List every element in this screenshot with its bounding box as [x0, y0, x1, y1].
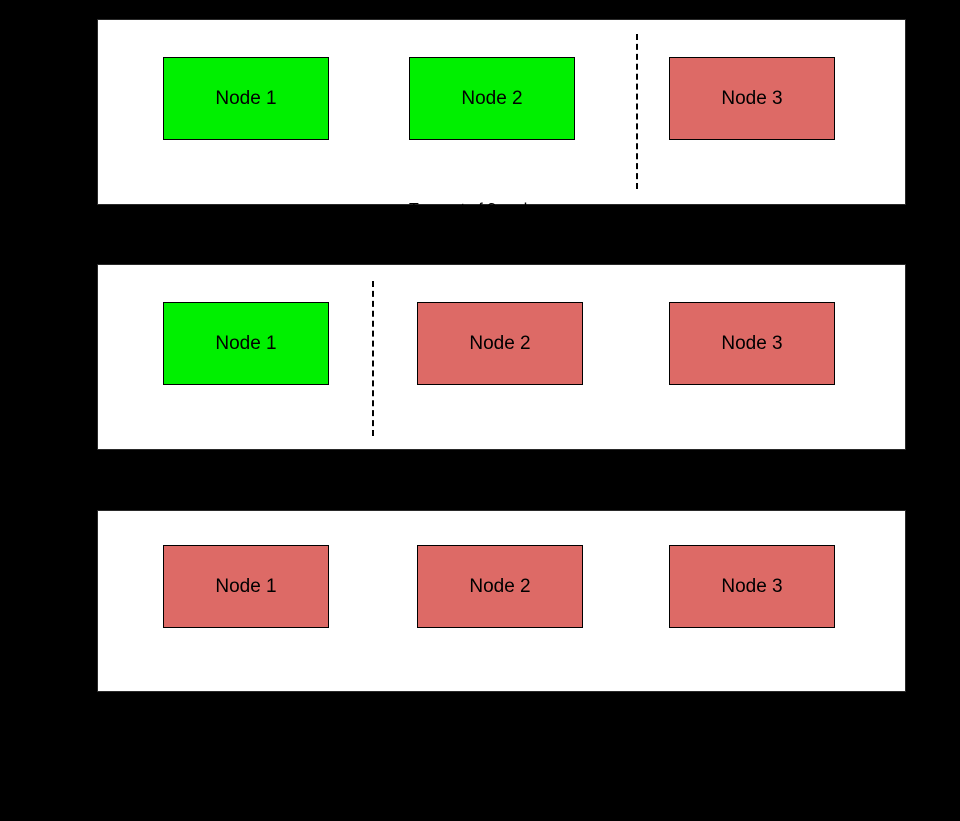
caption-line-1: Two out of 3 nodes are down — [398, 450, 605, 467]
caption-line-2: Majority Fails & Cluster Stops — [396, 757, 607, 774]
node-box-3: Node 3 — [669, 545, 835, 628]
scenario-caption: All Nodes are down Majority Fails & Clus… — [98, 645, 905, 821]
node-box-3: Node 3 — [669, 57, 835, 140]
node-label: Node 2 — [469, 575, 531, 597]
node-box-1: Node 1 — [163, 545, 329, 628]
node-label: Node 2 — [461, 87, 523, 109]
panel-scenario-two-down: Node 1 Node 2 Node 3 Two out of 3 nodes … — [97, 264, 906, 533]
node-box-2: Node 2 — [409, 57, 575, 140]
partition-divider-dashed-line — [372, 281, 374, 436]
node-label: Node 1 — [215, 575, 277, 597]
node-label: Node 1 — [215, 87, 277, 109]
panel-scenario-two-up: Node 1 Node 2 Node 3 Two out of 3 nodes … — [97, 19, 906, 284]
caption-line-1: All Nodes are down — [432, 691, 571, 708]
node-box-2: Node 2 — [417, 545, 583, 628]
node-label: Node 3 — [721, 87, 783, 109]
partition-divider-dashed-line — [636, 34, 638, 189]
node-label: Node 2 — [469, 332, 531, 354]
diagram-canvas: Node 1 Node 2 Node 3 Two out of 3 nodes … — [97, 19, 906, 774]
panel-scenario-all-down: Node 1 Node 2 Node 3 All Nodes are down … — [97, 510, 906, 774]
node-box-3: Node 3 — [669, 302, 835, 385]
node-box-2: Node 2 — [417, 302, 583, 385]
node-label: Node 3 — [721, 332, 783, 354]
caption-line-1: Two out of 3 nodes are up — [408, 201, 594, 218]
node-box-1: Node 1 — [163, 302, 329, 385]
node-box-1: Node 1 — [163, 57, 329, 140]
node-label: Node 1 — [215, 332, 277, 354]
node-label: Node 3 — [721, 575, 783, 597]
